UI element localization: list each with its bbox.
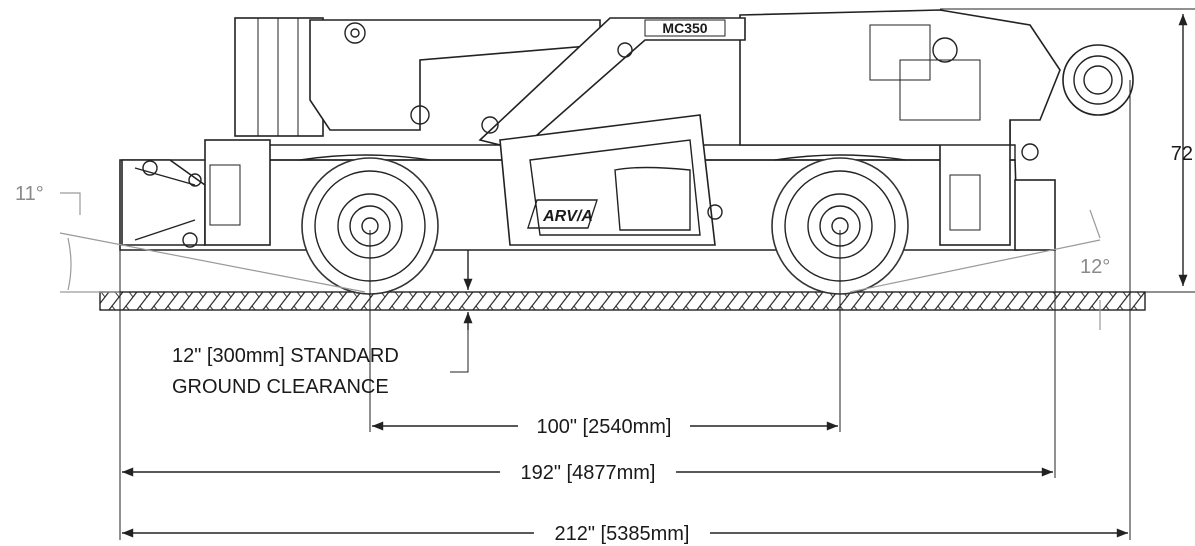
ground-clearance-marker — [450, 250, 473, 373]
departure-angle-label: 12° — [1080, 256, 1110, 278]
crane-body: MC350 ARV/A — [119, 9, 1134, 251]
approach-angle-label: 11° — [15, 183, 44, 205]
ground-clearance-label-line2: GROUND CLEARANCE — [172, 376, 389, 398]
wheelbase-label: 100" [2540mm] — [537, 416, 672, 438]
ground-clearance-label-line1: 12" [300mm] STANDARD — [172, 345, 399, 367]
approach-angle-marker — [59, 192, 366, 293]
height-dimension — [940, 8, 1195, 293]
overall-length-label: 212" [5385mm] — [555, 523, 690, 545]
rear-wheel — [771, 157, 909, 295]
body-length-label: 192" [4877mm] — [521, 462, 656, 484]
ground-hatch — [99, 291, 1146, 311]
brand-logo: ARV/A — [526, 199, 598, 229]
model-badge: MC350 — [662, 20, 707, 36]
departure-angle-marker — [849, 209, 1101, 330]
height-label: 72 — [1171, 143, 1193, 165]
extension-lines — [119, 80, 1131, 540]
svg-text:ARV/A: ARV/A — [542, 208, 593, 225]
